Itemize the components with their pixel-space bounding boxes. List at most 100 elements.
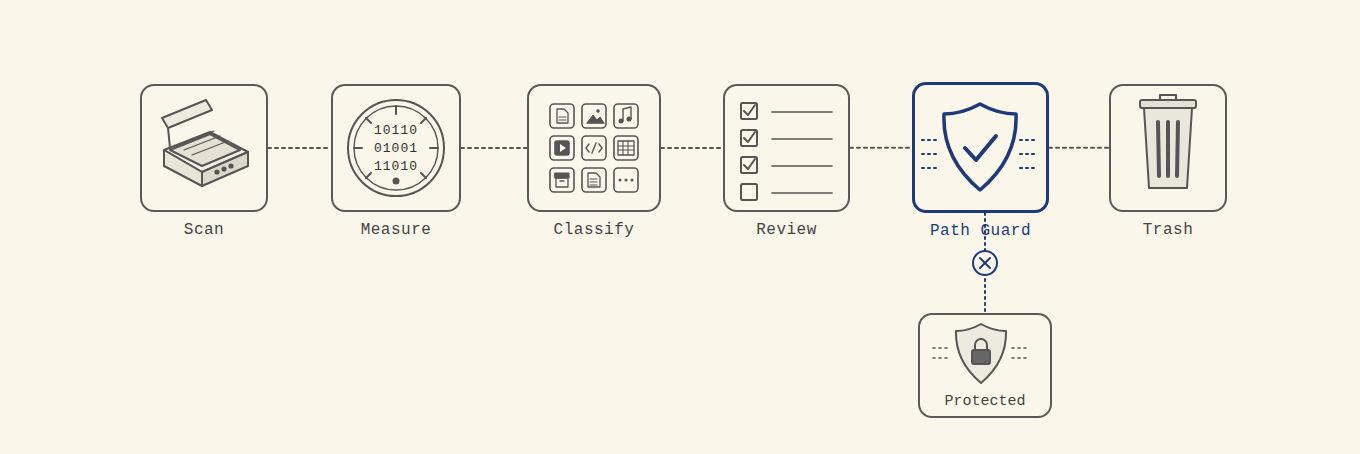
icon-stroke <box>590 178 597 179</box>
step-label: Review <box>719 221 854 239</box>
flow-link <box>268 148 331 149</box>
icon-stroke <box>550 136 574 160</box>
icon-stroke <box>586 144 589 152</box>
icon-stroke <box>582 168 606 192</box>
icon-stroke <box>1012 347 1029 349</box>
connector-line <box>1049 147 1109 149</box>
icon-stroke <box>623 107 631 121</box>
icon-stroke <box>184 136 220 150</box>
icon-stroke <box>222 167 225 170</box>
icon-stroke <box>202 152 248 186</box>
icon-stroke <box>922 140 1038 168</box>
icon-stroke <box>421 173 426 178</box>
icon-stroke <box>559 119 566 120</box>
dial-icon <box>348 100 444 196</box>
file-type-grid <box>550 104 638 192</box>
icon-stroke <box>772 111 832 113</box>
flow-link <box>461 148 527 149</box>
icon-stroke <box>162 100 212 128</box>
shield-check-icon <box>922 104 1038 190</box>
icon-stroke <box>627 141 628 155</box>
pipeline-step: Review <box>719 84 854 239</box>
icon-stroke <box>965 136 996 160</box>
icon-stroke <box>229 164 232 167</box>
icon-stroke <box>550 168 574 192</box>
icon-stroke <box>922 139 940 141</box>
icon-stroke <box>619 179 622 182</box>
pipeline-step: Trash <box>1105 84 1231 239</box>
connector-line <box>661 147 723 149</box>
flow-link <box>661 148 723 149</box>
icon-stroke <box>354 147 362 149</box>
icon-stroke <box>741 103 757 119</box>
icon-stroke <box>741 184 757 200</box>
step-label: Classify <box>523 221 665 239</box>
icon-stroke <box>933 357 950 359</box>
icon-stroke <box>176 131 214 146</box>
icon-stroke <box>1012 357 1029 359</box>
icon-stroke <box>1020 167 1038 169</box>
icon-stroke <box>582 104 606 128</box>
scanner-icon <box>162 100 248 186</box>
icon-stroke <box>555 141 569 155</box>
icon-stroke <box>592 143 596 153</box>
icon-stroke <box>622 141 623 155</box>
icon-stroke <box>744 132 755 142</box>
checklist-icon <box>741 103 832 200</box>
icon-stroke <box>944 104 1016 190</box>
binary-readout: 11010 <box>374 159 418 175</box>
icon-stroke <box>590 181 597 182</box>
icon-stroke <box>354 106 438 190</box>
icon-stroke <box>599 144 602 152</box>
icon-stroke <box>933 347 950 349</box>
pipeline-step: Scan <box>136 84 272 239</box>
icon-stroke <box>596 109 600 113</box>
icon-stroke <box>744 159 755 169</box>
icon-stroke <box>395 106 397 114</box>
icon-stroke <box>618 149 634 150</box>
connector-line <box>268 147 331 149</box>
icon-stroke <box>922 153 940 155</box>
icon-stroke <box>215 170 218 173</box>
icon-stroke <box>588 173 600 187</box>
icon-stroke <box>1158 122 1159 176</box>
pipeline-step: Classify <box>523 84 665 239</box>
flow-link <box>1049 147 1109 148</box>
icon-stroke <box>560 180 564 181</box>
icon-stroke <box>619 119 624 124</box>
icon-stroke <box>587 115 604 123</box>
block-mark <box>973 251 997 275</box>
step-frame <box>527 84 661 212</box>
connector-line <box>850 147 912 149</box>
icon-stroke <box>625 179 628 182</box>
icon-stroke <box>1177 122 1178 176</box>
icon-stroke <box>366 173 371 178</box>
icon-stroke <box>772 138 832 140</box>
step-frame <box>1109 84 1227 212</box>
icon-stroke <box>614 136 638 160</box>
icon-stroke <box>555 173 569 178</box>
shield-lock-icon <box>933 324 1029 383</box>
icon-stroke <box>627 117 632 122</box>
step-label: Protected <box>920 393 1050 410</box>
step-frame: Protected <box>918 313 1052 418</box>
icon-stroke <box>430 147 438 149</box>
icon-stroke <box>1020 153 1038 155</box>
icon-stroke <box>421 118 426 123</box>
icon-stroke <box>933 348 1029 358</box>
step-label: Trash <box>1105 221 1231 239</box>
block-cross <box>980 258 990 268</box>
step-label: Measure <box>327 221 465 239</box>
icon-stroke <box>956 324 1006 383</box>
icon-stroke <box>366 118 371 123</box>
icon-stroke <box>550 104 574 128</box>
guard-step: Path Guard <box>908 82 1053 240</box>
icon-stroke <box>582 136 606 160</box>
icon-stroke <box>1140 100 1196 108</box>
icon-stroke <box>618 141 634 155</box>
flow-link <box>850 147 912 148</box>
step-frame <box>912 82 1049 213</box>
block-cross <box>980 258 990 268</box>
connector-line <box>461 147 527 149</box>
icon-stroke <box>560 144 566 152</box>
